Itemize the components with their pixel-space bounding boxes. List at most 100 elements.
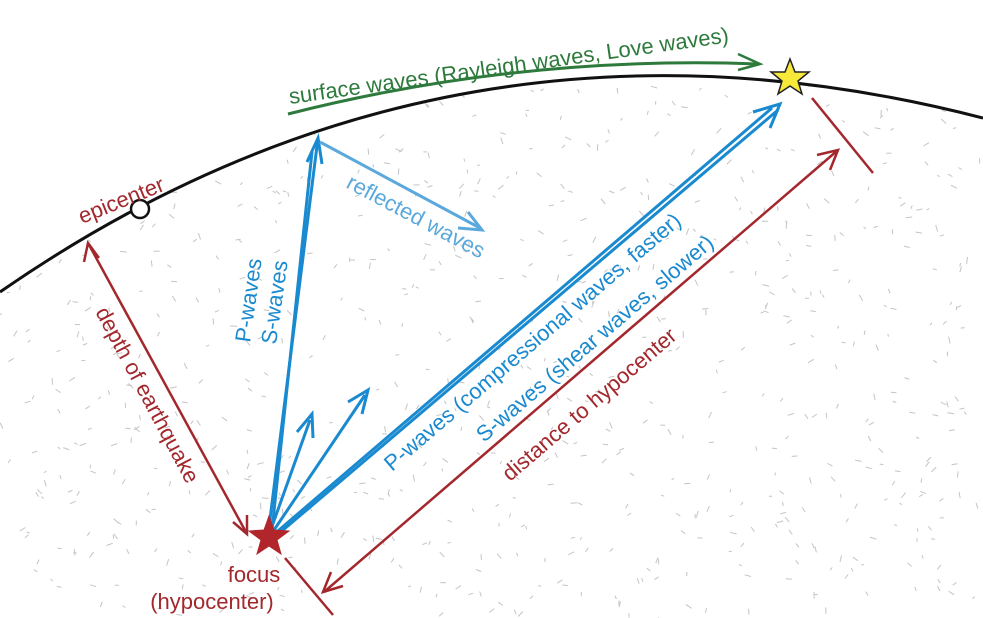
- texture-speck: [910, 205, 913, 209]
- texture-speck: [112, 534, 115, 540]
- texture-speck: [279, 594, 285, 597]
- texture-speck: [834, 364, 838, 370]
- texture-speck: [13, 96, 17, 98]
- epicenter-label: epicenter: [75, 172, 168, 229]
- texture-speck: [174, 411, 179, 417]
- texture-speck: [966, 256, 968, 264]
- texture-speck: [47, 235, 51, 239]
- texture-speck: [108, 307, 110, 312]
- texture-speck: [500, 132, 506, 135]
- texture-speck: [865, 591, 869, 596]
- focus-label: focus: [228, 562, 281, 587]
- texture-speck: [616, 451, 622, 456]
- texture-speck: [74, 442, 78, 445]
- texture-speck: [862, 131, 869, 137]
- texture-speck: [275, 190, 281, 195]
- surface-waves-arrow: [287, 52, 764, 116]
- texture-speck: [826, 75, 830, 77]
- texture-speck: [15, 62, 19, 65]
- texture-speck: [19, 285, 21, 291]
- texture-speck: [205, 490, 211, 496]
- texture-speck: [179, 83, 181, 89]
- texture-speck: [475, 300, 481, 303]
- texture-speck: [528, 386, 531, 394]
- texture-speck: [272, 190, 276, 194]
- texture-speck: [266, 185, 273, 190]
- texture-speck: [459, 381, 465, 384]
- texture-speck: [898, 196, 902, 199]
- texture-speck: [580, 454, 587, 457]
- texture-speck: [171, 53, 177, 54]
- texture-speck: [720, 55, 722, 57]
- texture-speck: [577, 88, 580, 94]
- texture-speck: [364, 317, 367, 321]
- texture-speck: [570, 536, 576, 539]
- texture-speck: [56, 349, 61, 353]
- texture-speck: [25, 328, 30, 333]
- texture-speck: [113, 533, 118, 540]
- texture-speck: [13, 330, 18, 337]
- texture-speck: [764, 302, 769, 310]
- texture-speck: [873, 393, 876, 401]
- texture-speck: [90, 292, 94, 296]
- texture-speck: [525, 525, 528, 530]
- texture-speck: [715, 369, 718, 374]
- texture-speck: [239, 276, 246, 280]
- texture-speck: [151, 593, 158, 599]
- texture-speck: [602, 443, 609, 446]
- texture-speck: [595, 389, 600, 393]
- texture-speck: [586, 143, 591, 148]
- texture-speck: [916, 528, 919, 532]
- texture-speck: [239, 182, 243, 186]
- texture-speck: [892, 400, 897, 403]
- texture-speck: [43, 470, 47, 474]
- texture-speck: [415, 404, 420, 410]
- texture-speck: [198, 379, 204, 384]
- texture-speck: [600, 198, 606, 205]
- texture-speck: [554, 452, 559, 458]
- texture-speck: [140, 220, 145, 225]
- texture-speck: [387, 55, 390, 61]
- texture-speck: [306, 252, 313, 255]
- texture-speck: [907, 562, 912, 567]
- texture-speck: [646, 110, 649, 115]
- texture-speck: [681, 106, 688, 109]
- texture-speck: [212, 552, 219, 558]
- texture-speck: [936, 564, 942, 570]
- texture-speck: [578, 317, 583, 323]
- texture-speck: [896, 91, 901, 94]
- texture-speck: [738, 207, 742, 211]
- texture-speck: [646, 178, 649, 183]
- texture-speck: [90, 584, 97, 588]
- texture-speck: [935, 41, 939, 43]
- texture-speck: [415, 286, 419, 289]
- texture-speck: [584, 547, 589, 553]
- texture-speck: [956, 471, 959, 478]
- texture-speck: [212, 318, 215, 325]
- texture-speck: [58, 42, 59, 47]
- texture-speck: [865, 466, 872, 470]
- texture-speck: [923, 142, 930, 147]
- texture-speck: [706, 505, 710, 512]
- texture-speck: [427, 152, 430, 159]
- texture-speck: [477, 37, 478, 41]
- texture-speck: [863, 330, 866, 336]
- texture-speck: [873, 225, 879, 228]
- texture-speck: [614, 595, 617, 600]
- texture-speck: [781, 274, 788, 280]
- texture-speck: [11, 77, 17, 81]
- texture-speck: [237, 203, 243, 207]
- texture-speck: [173, 203, 176, 210]
- texture-speck: [920, 490, 926, 495]
- texture-speck: [867, 186, 870, 191]
- texture-speck: [787, 412, 795, 416]
- texture-speck: [383, 162, 391, 165]
- texture-speck: [289, 535, 295, 540]
- texture-speck: [43, 479, 47, 487]
- texture-speck: [841, 341, 846, 344]
- texture-speck: [426, 103, 430, 108]
- texture-speck: [127, 87, 132, 92]
- texture-speck: [99, 130, 105, 137]
- texture-speck: [219, 608, 225, 614]
- texture-speck: [79, 442, 87, 447]
